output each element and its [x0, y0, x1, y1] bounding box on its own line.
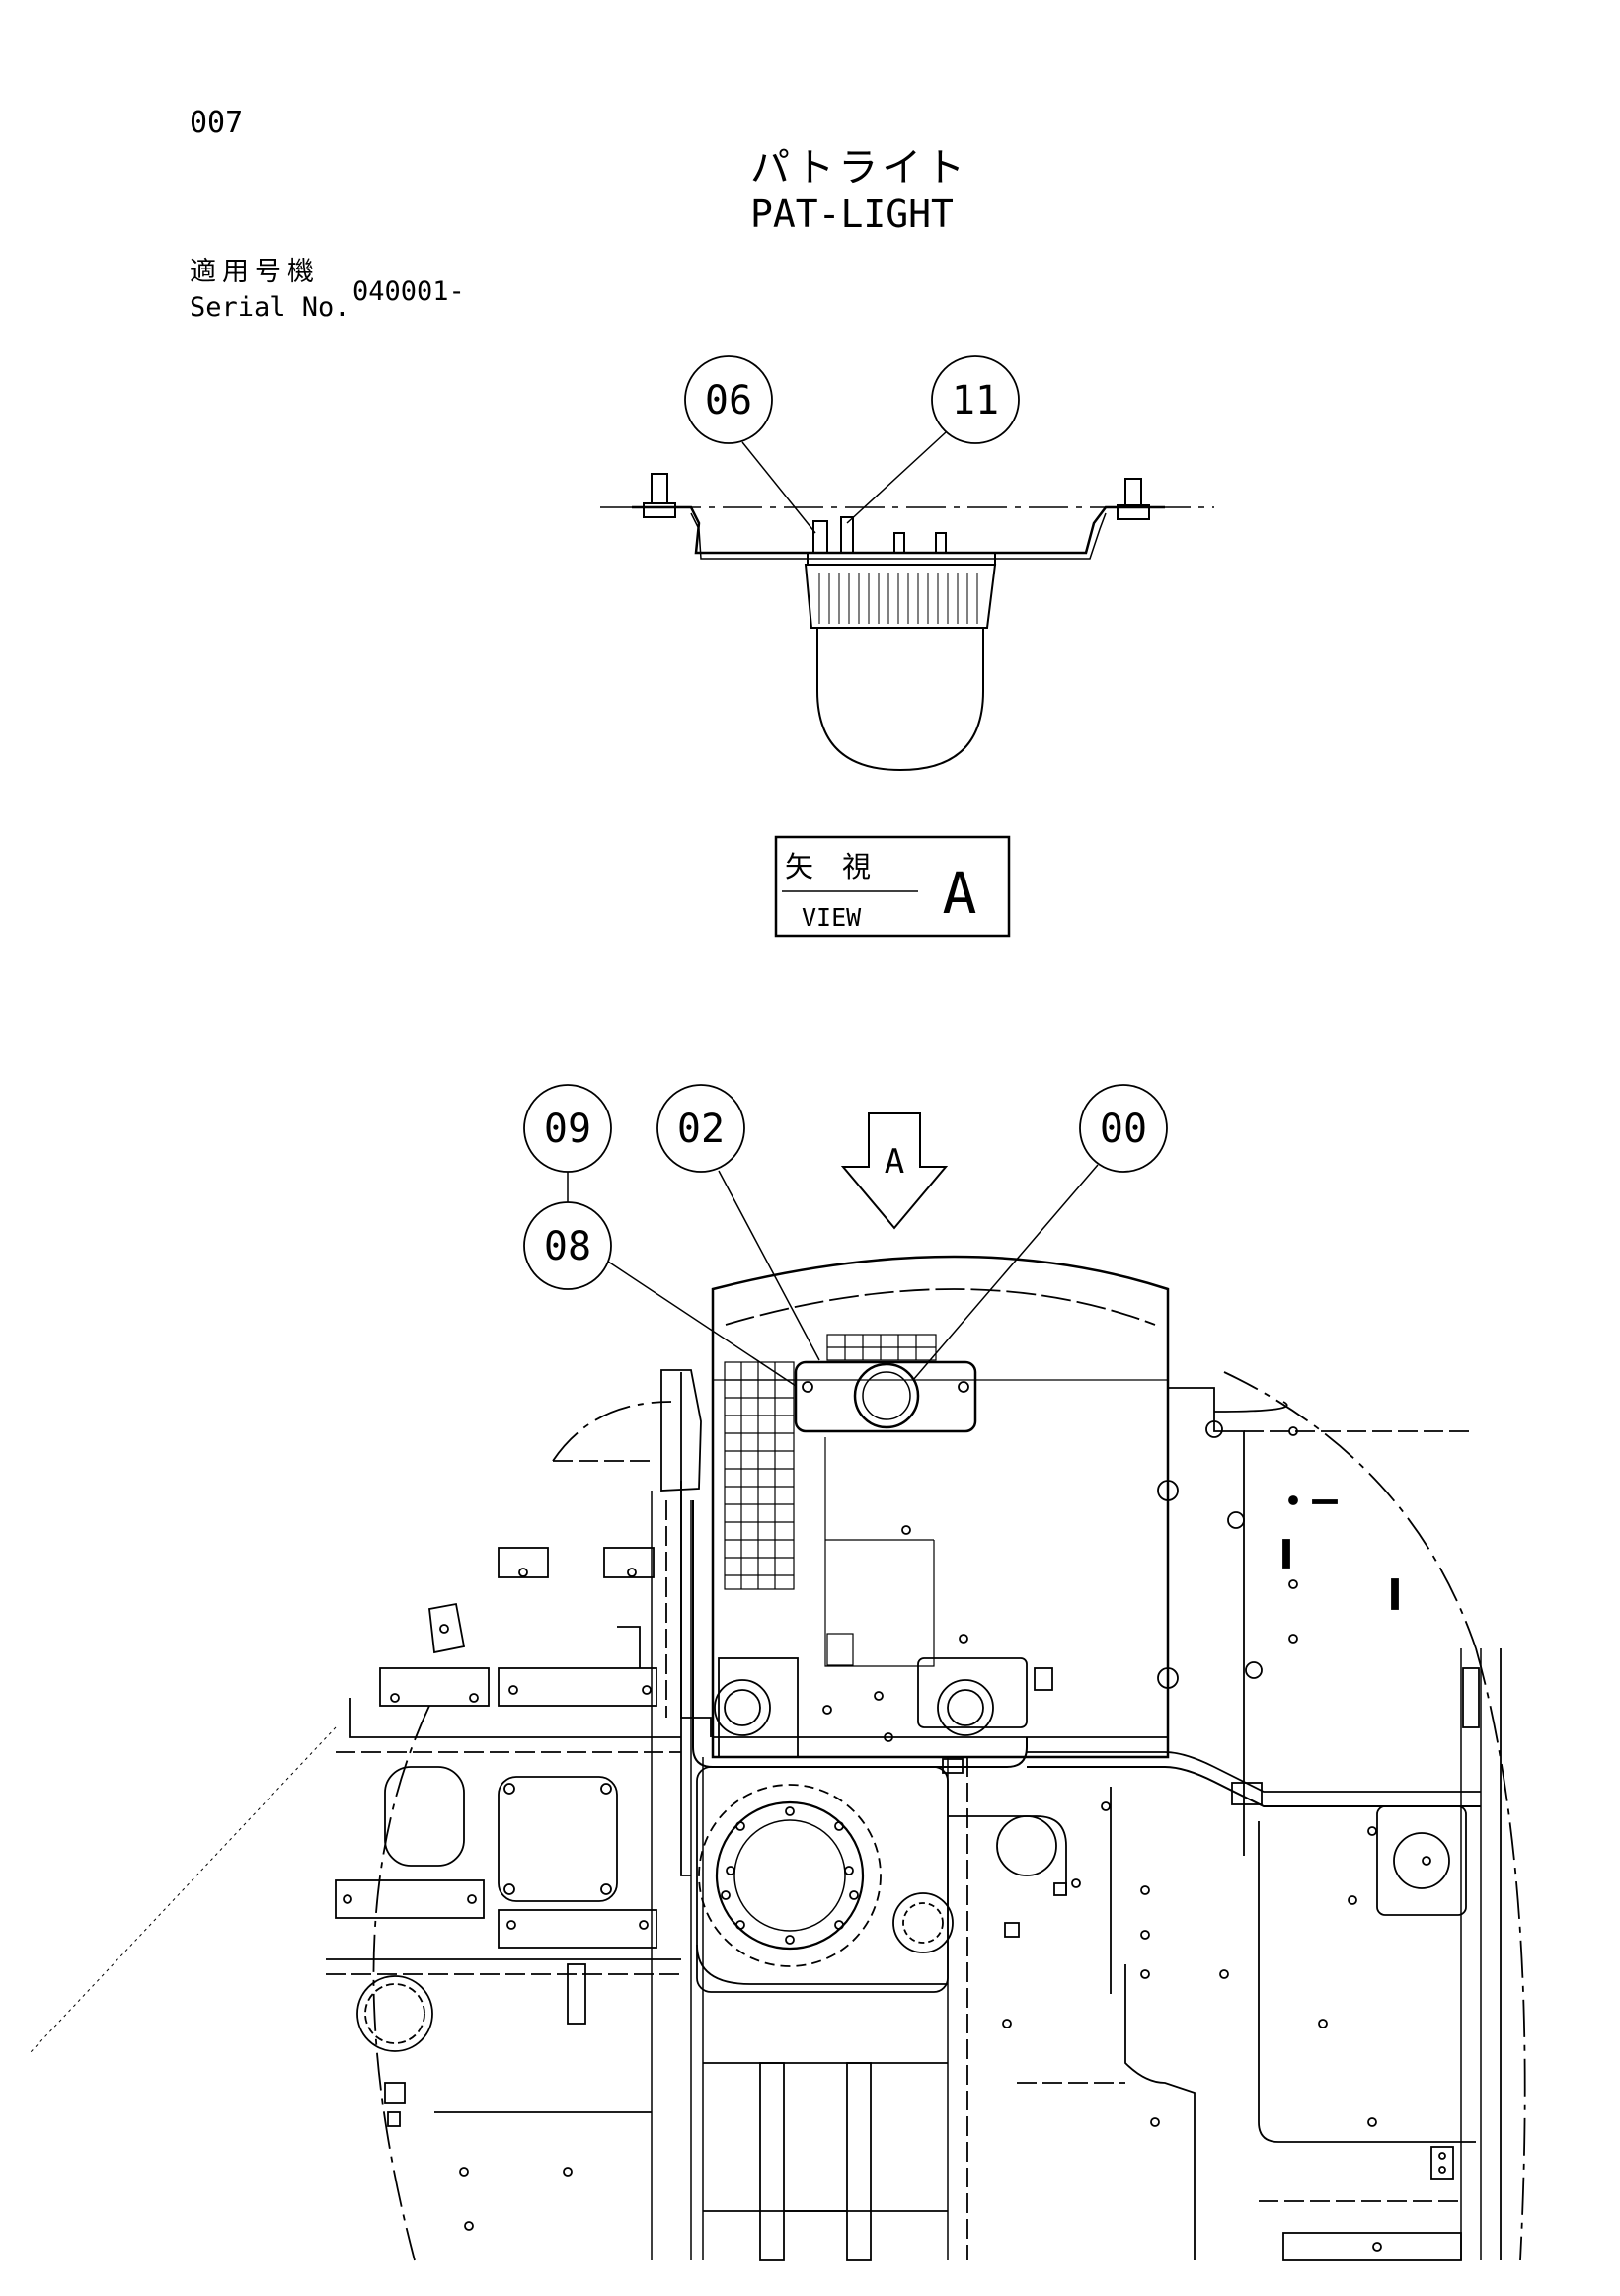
callout-00: 00	[1100, 1107, 1147, 1152]
serial-value: 040001-	[352, 276, 465, 307]
bolt-right	[1117, 478, 1150, 520]
callout-02: 02	[677, 1107, 725, 1152]
callout-02-group: 02	[656, 1084, 820, 1361]
view-label-letter: A	[943, 860, 977, 927]
swing-bearing	[698, 1784, 882, 1967]
callout-00-group: 00	[912, 1084, 1168, 1381]
title-japanese: パトライト	[750, 145, 969, 191]
lamp-detail: 06 11	[600, 355, 1214, 772]
bolt-left	[643, 473, 676, 518]
serial-label-english: Serial No.	[190, 292, 350, 323]
title-english: PAT-LIGHT	[750, 192, 954, 236]
view-arrow-letter: A	[885, 1142, 904, 1182]
lamp-base-ribs	[818, 573, 978, 624]
callout-11: 11	[952, 378, 999, 423]
machine-frame	[29, 1255, 1526, 2261]
view-label-japanese: 矢 視	[785, 850, 871, 883]
lamp-dome	[816, 628, 984, 772]
callout-09: 09	[544, 1107, 591, 1152]
callout-08: 08	[544, 1224, 591, 1269]
pat-light-mount	[794, 1360, 977, 1433]
view-label-box: 矢 視 VIEW A	[774, 835, 1011, 938]
callout-06: 06	[705, 378, 752, 423]
page-number: 007	[190, 106, 244, 140]
view-label-english: VIEW	[802, 903, 862, 932]
callout-08-group: 08	[523, 1201, 797, 1387]
vent-grid	[724, 1334, 937, 1666]
callout-09-group: 09	[523, 1084, 612, 1202]
view-direction-arrow: A	[840, 1112, 949, 1230]
serial-label-japanese: 適用号機	[190, 257, 320, 287]
